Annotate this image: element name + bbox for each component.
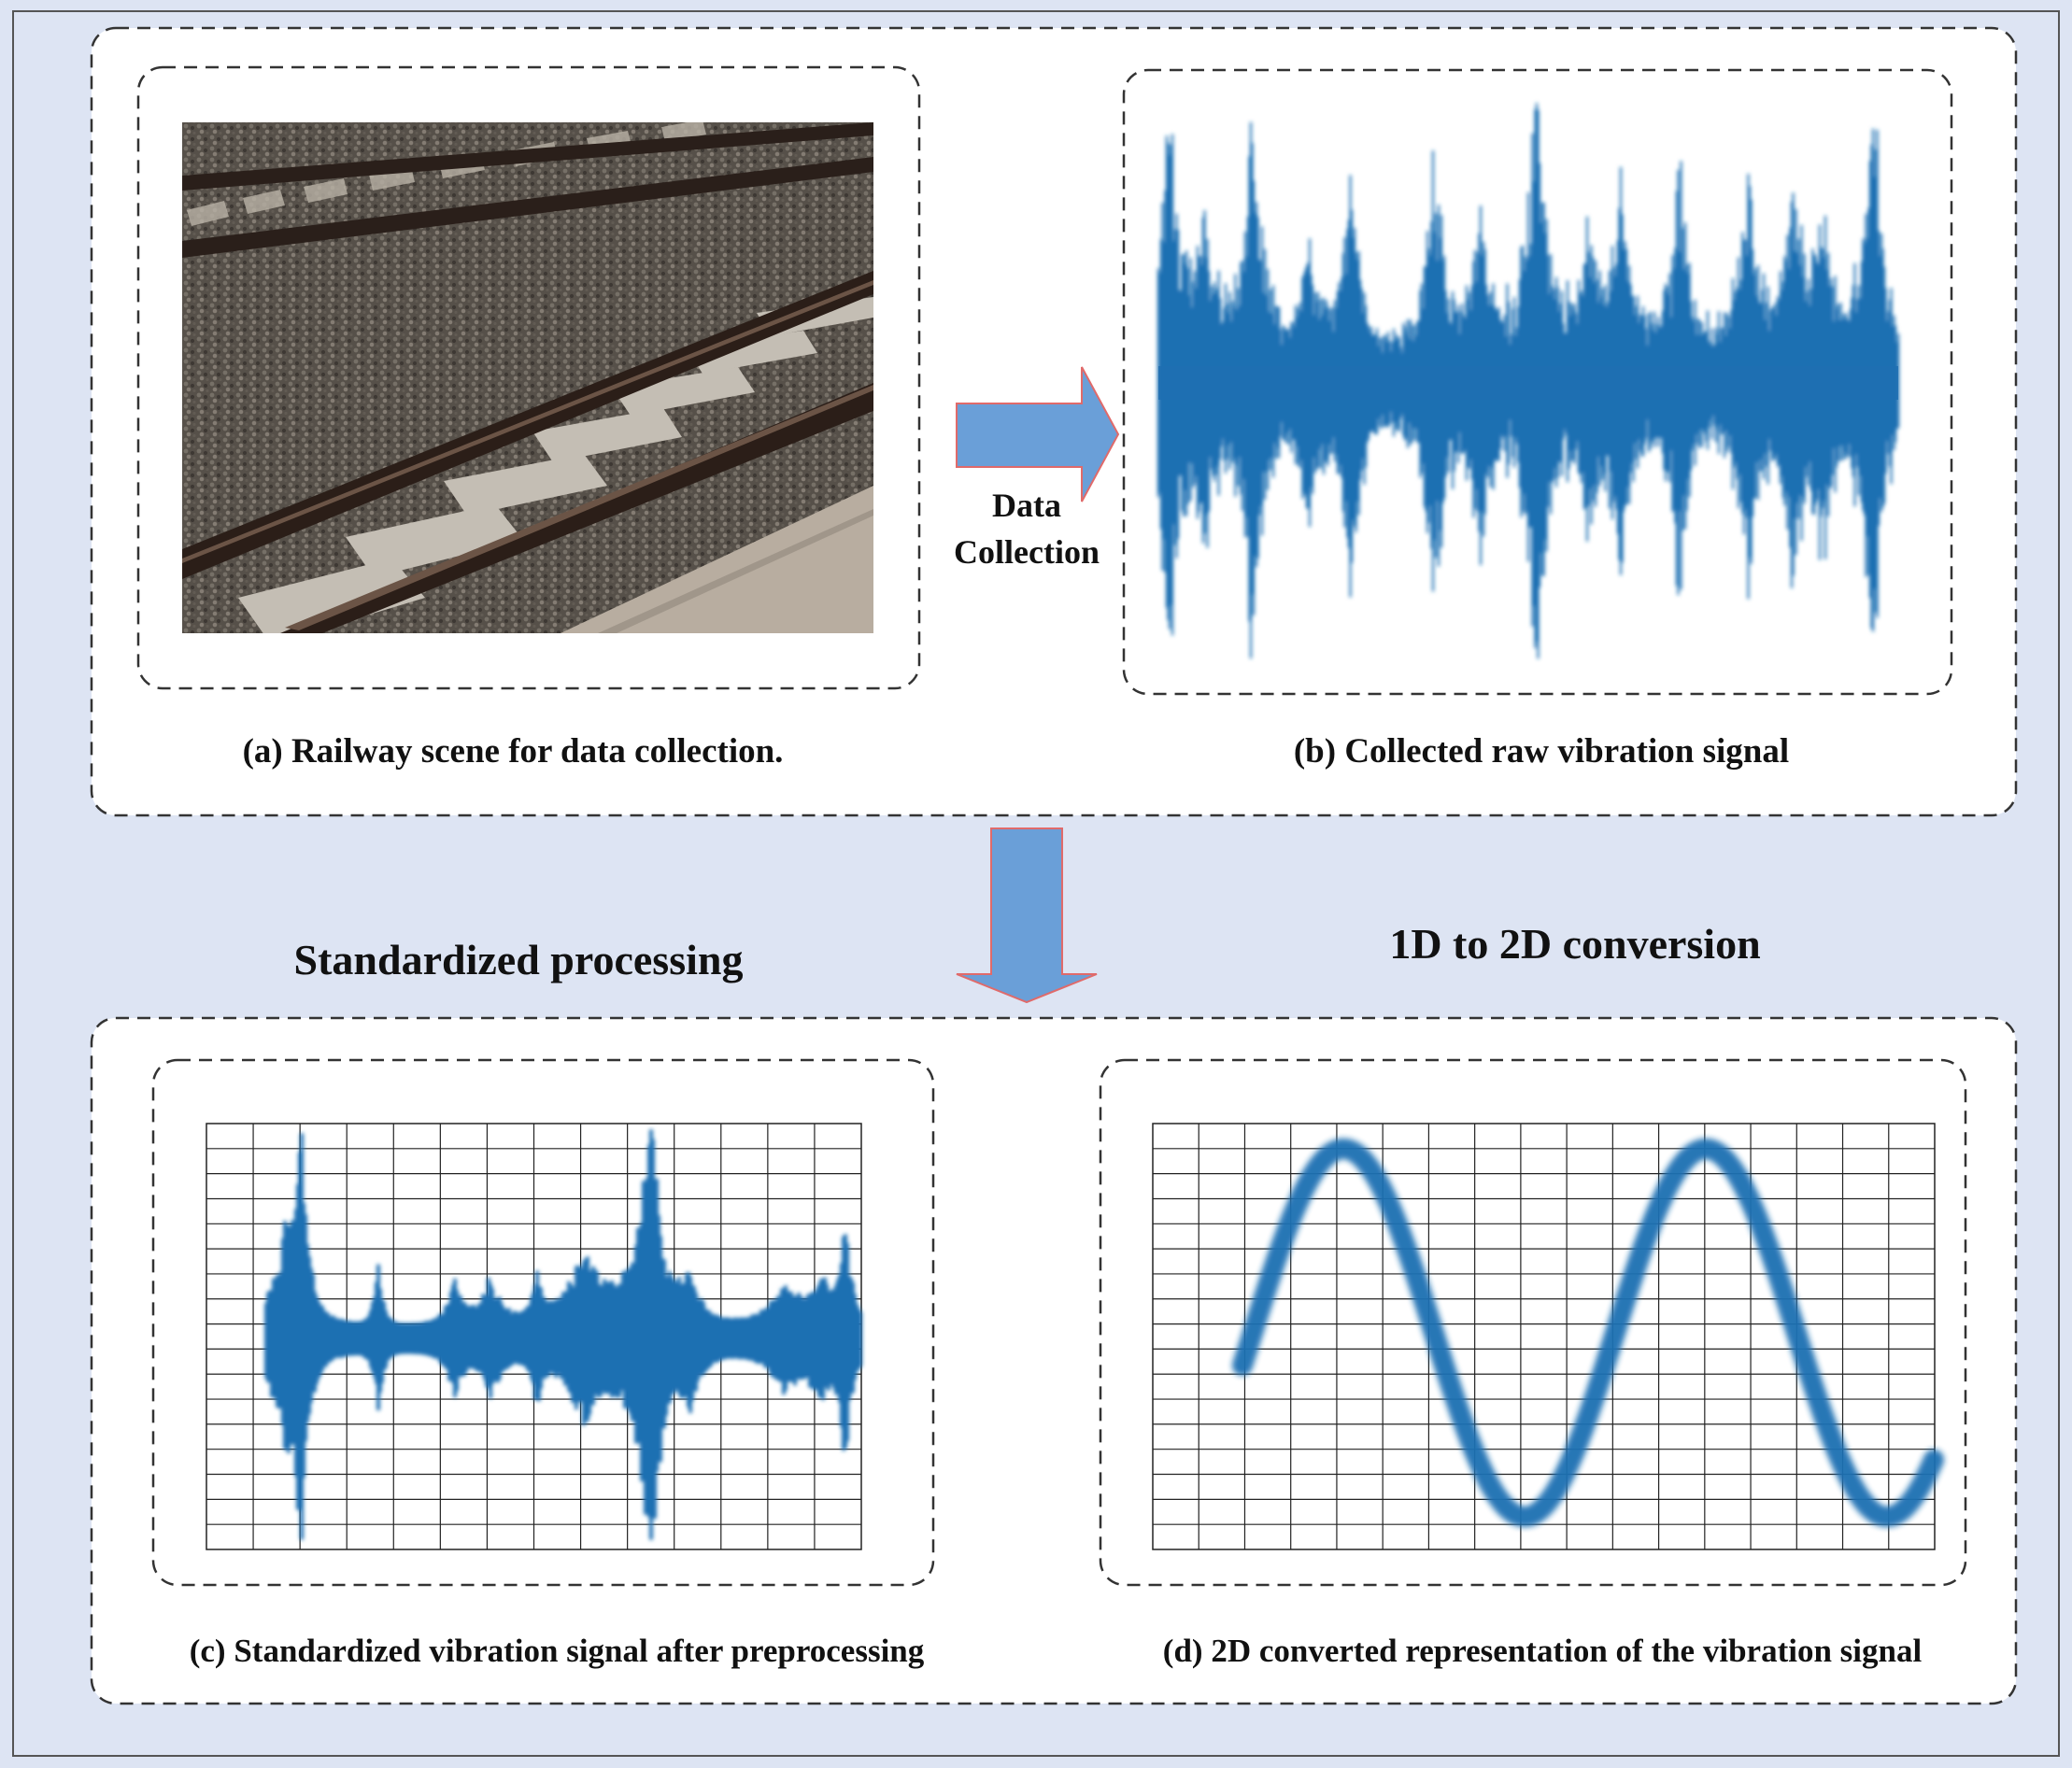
right-arrow-icon (956, 366, 1120, 502)
heading-1d-to-2d-conversion: 1D to 2D conversion (1389, 920, 1760, 968)
caption-b: (b) Collected raw vibration signal (1294, 732, 1789, 771)
grid-d (1152, 1123, 1936, 1550)
raw-vibration-signal (1157, 103, 1900, 659)
2d-converted-sine-signal (1232, 1138, 1944, 1528)
heading-standardized-processing: Standardized processing (294, 936, 744, 983)
down-arrow-icon (956, 827, 1098, 1004)
caption-a: (a) Railway scene for data collection. (243, 732, 784, 771)
arrow-label-collection: Collection (954, 533, 1100, 571)
railway-photo (182, 122, 873, 633)
std-signal-trace (264, 1129, 862, 1540)
arrow-label-data: Data (992, 487, 1061, 524)
caption-c: (c) Standardized vibration signal after … (190, 1633, 925, 1669)
sine-curve (1232, 1138, 1944, 1528)
standardized-vibration-signal (264, 1129, 862, 1540)
figure-border (12, 10, 2060, 1757)
caption-d: (d) 2D converted representation of the v… (1163, 1633, 1923, 1669)
raw-signal-core-band (1158, 366, 1898, 400)
grid-border (1152, 1123, 1936, 1550)
